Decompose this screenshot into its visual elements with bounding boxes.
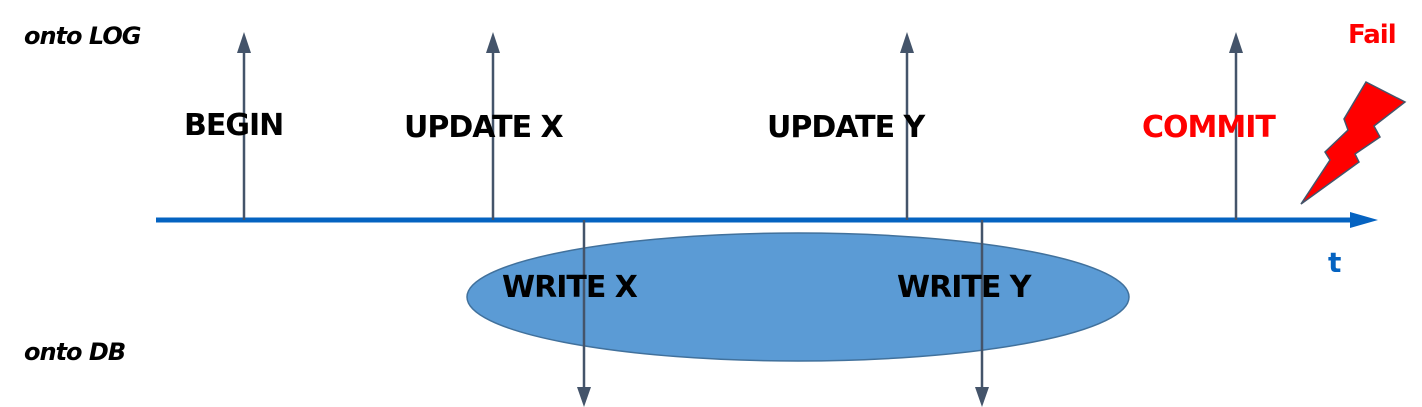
event-write-y: WRITE Y <box>897 270 1031 305</box>
fail-lightning-icon <box>1300 81 1407 205</box>
log-side-label: onto LOG <box>24 22 141 50</box>
db-side-label: onto DB <box>24 338 126 366</box>
log-arrow-begin <box>237 32 251 220</box>
event-update-x: UPDATE X <box>404 110 564 145</box>
event-update-y: UPDATE Y <box>767 110 925 145</box>
event-begin: BEGIN <box>184 108 284 143</box>
fail-label: Fail <box>1348 20 1397 50</box>
event-write-x: WRITE X <box>502 270 638 305</box>
db-arrow-write-x <box>577 220 591 407</box>
log-arrow-update-y <box>900 32 914 220</box>
log-arrow-update-x <box>486 32 500 220</box>
time-axis-arrowhead <box>1350 212 1378 228</box>
time-axis-label: t <box>1328 246 1341 279</box>
db-write-ellipse <box>466 232 1130 362</box>
event-commit: COMMIT <box>1142 110 1276 145</box>
db-arrow-write-y <box>975 220 989 407</box>
log-arrow-commit <box>1229 32 1243 220</box>
